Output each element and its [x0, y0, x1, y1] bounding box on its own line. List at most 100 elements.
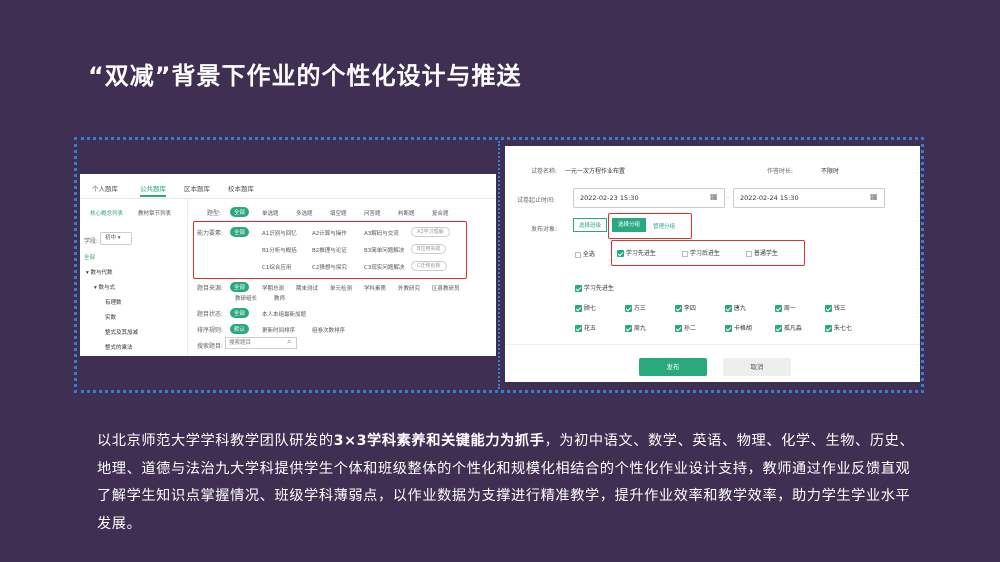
target-label: 发布对象:	[531, 226, 558, 233]
groups-highlight-box	[611, 240, 805, 266]
student-checkbox[interactable]: 花五	[575, 323, 596, 332]
select-class-tab[interactable]: 选择班级	[573, 218, 607, 232]
student-checkbox[interactable]: 方三	[625, 303, 646, 312]
source-option[interactable]: 学期总测	[262, 286, 285, 292]
student-checkbox[interactable]: 卡格胡	[725, 323, 752, 332]
group-checkbox[interactable]: 学习先进生	[617, 248, 656, 257]
group-section-title[interactable]: 学习先进生	[575, 283, 614, 292]
tab-school-bank[interactable]: 校本题库	[228, 185, 254, 193]
ability-label: 能力要素:	[197, 230, 224, 237]
tree-item[interactable]: 整式及其加减	[105, 330, 139, 336]
type-all-chip[interactable]: 全部	[230, 207, 250, 217]
side-tab-chapters[interactable]: 教材章节列表	[138, 211, 172, 217]
type-label: 题型:	[207, 210, 222, 217]
desc-intro: 以北京师范大学学科教学团队研发的	[97, 433, 334, 449]
source-option[interactable]: 教研组长	[235, 296, 258, 302]
ability-option[interactable]: C3现实问题解决	[364, 265, 405, 271]
student-checkbox[interactable]: 李四	[675, 303, 696, 312]
search-input[interactable]	[225, 337, 297, 349]
publish-button[interactable]: 发布	[639, 358, 707, 376]
student-checkbox[interactable]: 孤凡淼	[775, 323, 802, 332]
status-all-chip[interactable]: 全部	[230, 308, 250, 318]
paper-name-label: 试卷名称:	[531, 168, 558, 175]
ability-level-pill[interactable]: C迁移创新	[411, 261, 447, 271]
type-option[interactable]: 问答题	[364, 211, 381, 217]
ability-option[interactable]: A3解码与交流	[364, 231, 399, 237]
tab-public-bank[interactable]: 公共题库	[140, 185, 166, 193]
sort-default-chip[interactable]: 默认	[230, 324, 250, 334]
student-checkbox[interactable]: 钱三	[825, 303, 846, 312]
desc-body: ，为初中语文、数学、英语、物理、化学、生物、历史、地理、道德与法治九大学科提供学…	[97, 433, 915, 532]
end-time-input[interactable]: 2022-02-24 15:30 ▦	[733, 188, 885, 208]
type-option[interactable]: 填空题	[330, 211, 347, 217]
search-icon[interactable]: ⌕	[287, 337, 292, 346]
source-option[interactable]: 外教研究	[398, 286, 421, 292]
student-checkbox[interactable]: 孙二	[675, 323, 696, 332]
tree-item[interactable]: 整式的乘法	[105, 345, 133, 351]
tree-item[interactable]: 实数	[105, 315, 117, 321]
ability-option[interactable]: A2计算与操作	[312, 231, 347, 237]
duration-label: 作答时长:	[767, 168, 794, 175]
stage-select[interactable]: 初中 ▾	[100, 232, 132, 245]
select-all-checkbox[interactable]: 全选	[575, 249, 595, 258]
slide-description: 以北京师范大学学科教学团队研发的3×3学科素养和关键能力为抓手，为初中语文、数学…	[97, 428, 917, 538]
tree-item[interactable]: 有理数	[105, 300, 122, 306]
calendar-icon[interactable]: ▦	[710, 192, 718, 201]
ability-option[interactable]: A1识别与回忆	[262, 231, 297, 237]
student-checkbox[interactable]: 朱七七	[825, 323, 852, 332]
tab-district-bank[interactable]: 区本题库	[184, 185, 210, 193]
footer-divider	[505, 344, 920, 345]
question-bank-panel: 个人题库 公共题库 区本题库 校本题库 核心概念列表 教材章节列表 学段: 初中…	[80, 174, 496, 356]
student-checkbox[interactable]: 唐九	[725, 303, 746, 312]
select-group-tab[interactable]: 选择分组	[612, 218, 646, 232]
screenshot-frame	[74, 137, 924, 393]
ability-option[interactable]: C2猜想与探究	[312, 265, 347, 271]
student-checkbox[interactable]: 顾七	[575, 303, 596, 312]
side-tab-concepts[interactable]: 核心概念列表	[90, 211, 124, 217]
student-checkbox[interactable]: 周一	[775, 303, 796, 312]
group-highlight-box	[608, 213, 692, 239]
group-checkbox[interactable]: 普通学生	[746, 248, 778, 257]
duration-value: 不限时	[821, 168, 840, 175]
stage-label: 学段:	[84, 238, 99, 245]
ability-option[interactable]: B2推理与论证	[312, 248, 347, 254]
source-option[interactable]: 教师	[274, 296, 286, 302]
source-option[interactable]: 期末测试	[296, 286, 319, 292]
source-all-chip[interactable]: 全部	[230, 282, 250, 292]
status-option[interactable]: 本人本组最新加题	[262, 312, 307, 318]
group-checkbox[interactable]: 学习后进生	[682, 248, 720, 257]
ability-level-pill[interactable]: B应用实践	[411, 244, 447, 254]
search-label: 搜索题目:	[197, 343, 224, 350]
type-option[interactable]: 多选题	[296, 211, 313, 217]
tree-item[interactable]: ▾ 数与式	[94, 285, 116, 291]
start-time-input[interactable]: 2022-02-23 15:30 ▦	[573, 188, 725, 208]
active-tab-underline	[140, 195, 166, 197]
calendar-icon[interactable]: ▦	[870, 192, 878, 201]
tab-personal-bank[interactable]: 个人题库	[92, 185, 118, 193]
sort-label: 排序规则:	[197, 327, 224, 334]
ability-option[interactable]: C1综合应用	[262, 265, 292, 271]
tree-item[interactable]: ▾ 数与代数	[86, 270, 113, 276]
type-option[interactable]: 判断题	[398, 211, 415, 217]
source-label: 题目来源:	[197, 285, 224, 292]
ability-highlight-box	[193, 221, 467, 279]
ability-level-pill[interactable]: A3学习理解	[411, 227, 450, 237]
student-checkbox[interactable]: 周九	[625, 323, 646, 332]
time-range-label: 试卷起止时间:	[517, 197, 556, 204]
range-separator: -	[727, 194, 730, 201]
ability-option[interactable]: B3简单问题解决	[364, 248, 405, 254]
source-option[interactable]: 单元检测	[330, 286, 353, 292]
tree-item[interactable]: 全部	[84, 255, 96, 261]
sort-option[interactable]: 组卷次数排序	[312, 328, 346, 334]
ability-all-chip[interactable]: 全部	[230, 227, 250, 237]
ability-option[interactable]: B1分析与概括	[262, 248, 297, 254]
source-option[interactable]: 区县教研员	[432, 286, 460, 292]
manage-group-link[interactable]: 管理分组	[653, 224, 676, 230]
cancel-button[interactable]: 取消	[723, 358, 791, 376]
type-option[interactable]: 单选题	[262, 211, 279, 217]
source-option[interactable]: 学科素质	[364, 286, 387, 292]
type-option[interactable]: 复合题	[432, 211, 449, 217]
sort-option[interactable]: 更新时间排序	[262, 328, 296, 334]
assignment-panel: 试卷名称: 一元一次方程作业布置 作答时长: 不限时 试卷起止时间: 2022-…	[505, 146, 920, 382]
desc-emphasis: 3×3学科素养和关键能力为抓手	[333, 433, 545, 449]
